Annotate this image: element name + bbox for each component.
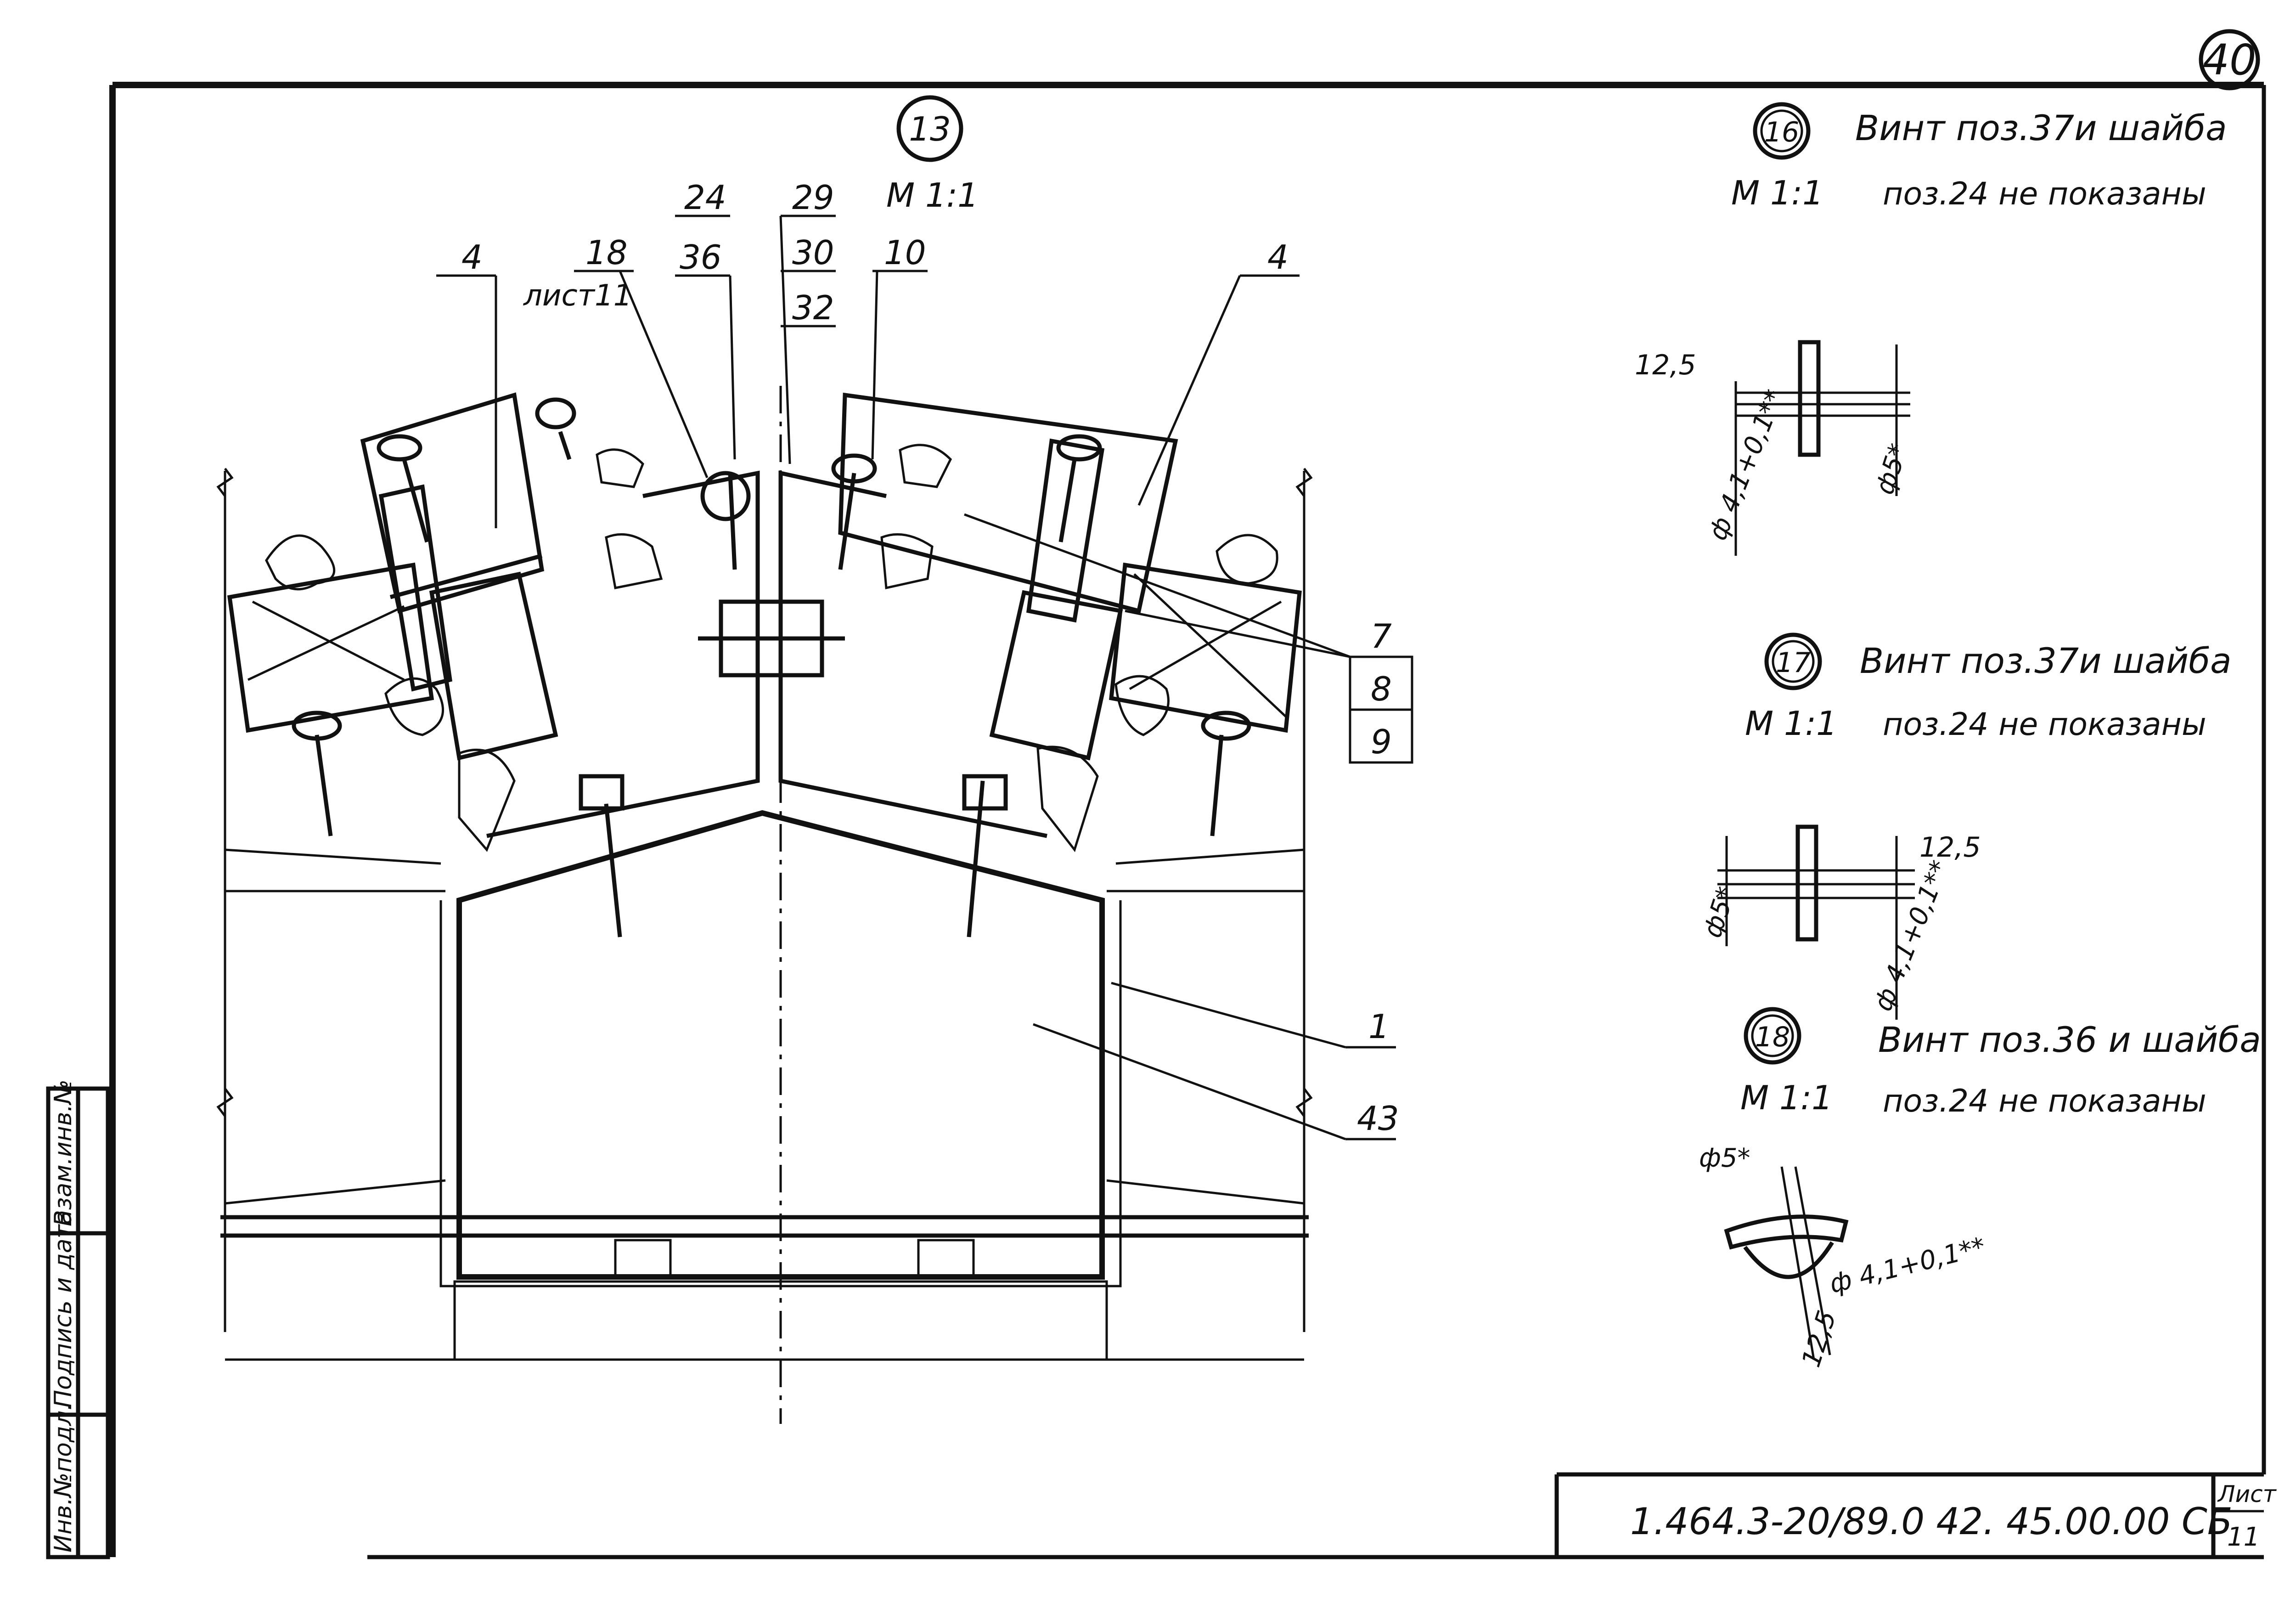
leader-8: 8	[1371, 670, 1392, 708]
detail-16-note-2: поз.24 не показаны	[1883, 176, 2206, 212]
sheet-number-circle: 40	[2199, 29, 2260, 90]
leader-top-right-4: 4	[1267, 238, 1289, 277]
detail-18-dim-depth: 12,5	[1796, 1307, 1842, 1371]
main-detail-drawing	[216, 386, 1313, 1424]
side-stamp-col2: Подпись и дата	[50, 1210, 77, 1408]
sheet-number-text: 40	[2202, 35, 2256, 85]
leader-43: 43	[1357, 1099, 1399, 1138]
detail-18-note-1: Винт поз.36 и шайба	[1878, 1019, 2261, 1060]
side-stamp-col3: Взам.инв.№	[50, 1079, 77, 1226]
detail-18-scale: M 1:1	[1740, 1078, 1833, 1117]
detail-18: 18 M 1:1 Винт поз.36 и шайба поз.24 не п…	[1699, 1007, 2261, 1371]
leader-29: 29	[792, 178, 834, 217]
detail-17-note-2: поз.24 не показаны	[1883, 706, 2206, 743]
leader-9: 9	[1371, 723, 1392, 761]
leader-top-left-4: 4	[461, 238, 483, 277]
leader-24: 24	[684, 178, 726, 217]
detail-16: 16 M 1:1 Винт поз.37и шайба поз.24 не по…	[1635, 102, 2227, 556]
leader-10: 10	[884, 233, 926, 272]
detail-16-note-1: Винт поз.37и шайба	[1855, 107, 2227, 148]
title-sheet-label: Лист	[2217, 1481, 2277, 1507]
side-stamp-col1: Инв.№подл.	[50, 1403, 77, 1553]
left-pane-assembly	[227, 392, 663, 937]
title-designation: 1.464.3-20/89.0 42. 45.00.00 СБ	[1630, 1500, 2233, 1543]
detail-17-scale: M 1:1	[1745, 704, 1837, 743]
sheet-frame	[109, 82, 2266, 1559]
detail-18-dim-shank: ф5*	[1699, 1143, 1750, 1173]
title-sheet-value: 11	[2227, 1522, 2260, 1552]
detail-13-callout: 13 M 1:1	[886, 95, 979, 215]
detail-13-scale: M 1:1	[886, 176, 979, 215]
detail-17-number: 17	[1776, 647, 1811, 679]
leader-1: 1	[1368, 1007, 1390, 1046]
detail-18-dim-hole: ф 4,1+0,1**	[1827, 1232, 1988, 1299]
title-block: 1.464.3-20/89.0 42. 45.00.00 СБ Лист 11	[1554, 1472, 2277, 1557]
detail-17-note-1: Винт поз.37и шайба	[1860, 640, 2232, 681]
detail-16-dim-depth: 12,5	[1635, 349, 1696, 381]
detail-17-dim-shank: ф5*	[1697, 883, 1741, 941]
leader-18: 18	[585, 233, 628, 272]
leader-36: 36	[680, 238, 722, 277]
main-leaders: 4 18 лист11 24 36 29 30 32 10 4 7	[436, 178, 1413, 1140]
leader-30: 30	[792, 233, 834, 272]
detail-16-dim-hole: ф 4,1+0,1**	[1703, 385, 1790, 544]
detail-13-number: 13	[909, 110, 951, 148]
detail-17-dim-depth: 12,5	[1919, 831, 1981, 864]
ridge-joint	[486, 386, 1047, 1424]
detail-16-dim-shank: ф5*	[1869, 440, 1913, 498]
insulation-panel	[456, 810, 1105, 1280]
side-stamp: Инв.№подл. Подпись и дата Взам.инв.№	[46, 1079, 110, 1559]
detail-16-number: 16	[1764, 116, 1799, 148]
detail-18-number: 18	[1755, 1021, 1790, 1053]
detail-18-note-2: поз.24 не показаны	[1883, 1083, 2206, 1119]
detail-17: 17 M 1:1 Винт поз.37и шайба поз.24 не по…	[1697, 632, 2232, 1020]
detail-16-scale: M 1:1	[1731, 174, 1823, 212]
leader-32: 32	[792, 288, 834, 327]
detail-17-dim-hole: ф 4,1+0,1**	[1868, 856, 1955, 1015]
leader-18-sheet: лист11	[523, 279, 632, 313]
leader-7: 7	[1371, 617, 1392, 655]
